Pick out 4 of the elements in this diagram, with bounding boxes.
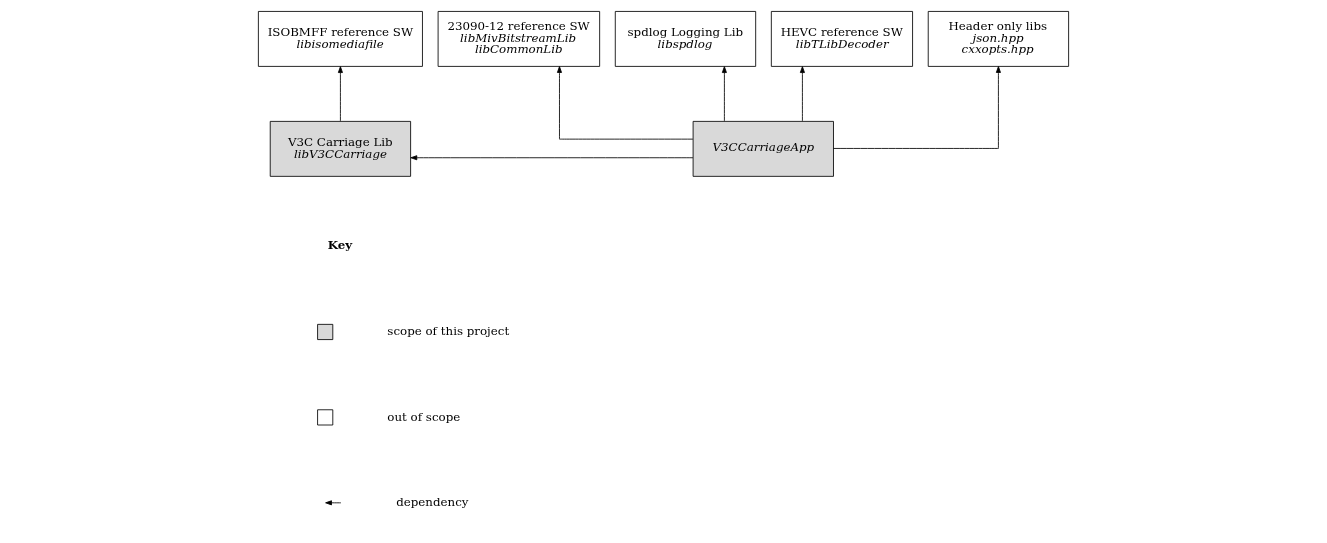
label: Key (327, 237, 353, 252)
legend-label: scope of this project (387, 324, 510, 339)
legend-label: out of scope (387, 409, 461, 424)
legend-label: dependency (396, 494, 469, 509)
